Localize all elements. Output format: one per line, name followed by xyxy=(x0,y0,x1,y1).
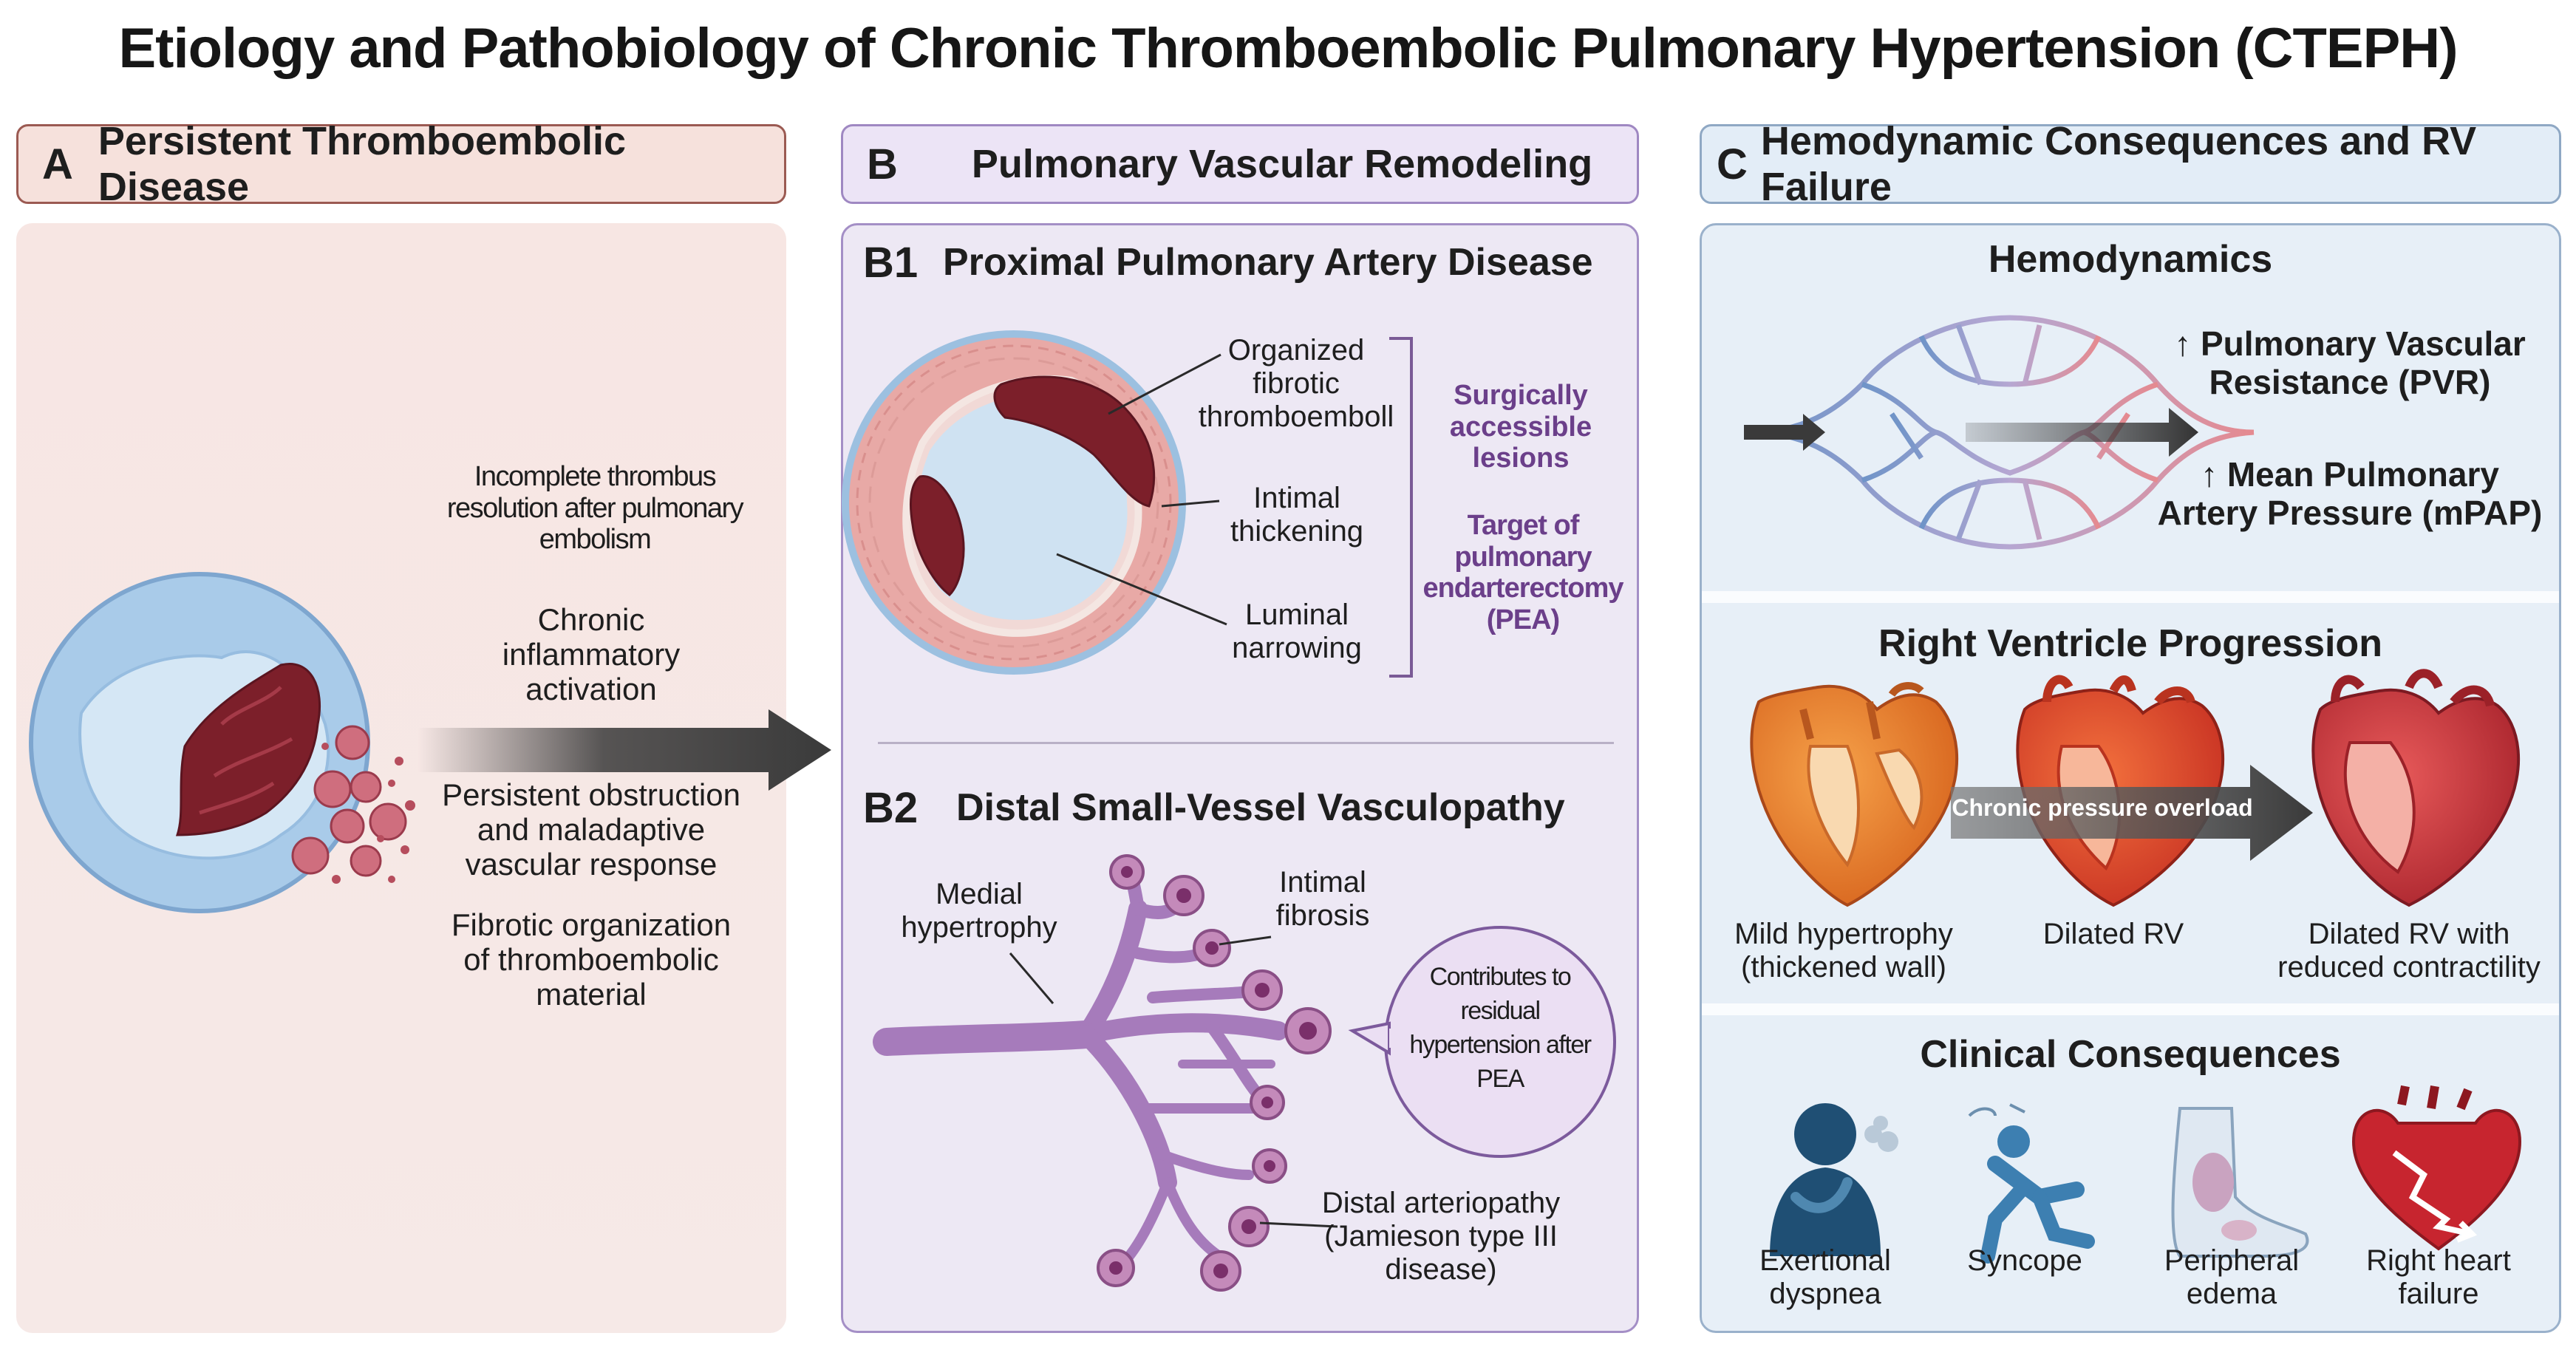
panel-a-header: A Persistent Thromboembolic Disease xyxy=(16,119,786,209)
rv-progression-arrow xyxy=(1951,765,2313,861)
cause-incomplete-resolution: Incomplete thrombus resolution after pul… xyxy=(446,461,744,556)
vessel-cross-section-illustration xyxy=(29,572,415,913)
panel-c-letter: C xyxy=(1717,140,1748,188)
residual-hypertension-bubble xyxy=(1348,926,1616,1158)
b1-bracket xyxy=(1389,337,1413,678)
rv-stage-mild-hypertrophy: Mild hypertrophy (thickened wall) xyxy=(1734,918,1953,983)
label-surgically-accessible: Surgically accessible lesions xyxy=(1449,380,1592,474)
clinical-title: Clinical Consequences xyxy=(1920,1033,2341,1076)
hemo-inflow-arrow xyxy=(1744,414,1825,451)
b1-title: Proximal Pulmonary Artery Disease xyxy=(943,241,1593,284)
panel-a-title: Persistent Thromboembolic Disease xyxy=(98,119,627,209)
clinical-label-edema: Peripheral edema xyxy=(2164,1244,2300,1310)
clinical-label-dyspnea: Exertional dyspnea xyxy=(1759,1244,1891,1310)
label-intimal-fibrosis: Intimal fibrosis xyxy=(1275,866,1370,932)
label-luminal-narrowing: Luminal narrowing xyxy=(1232,599,1362,664)
panel-b-header: B Pulmonary Vascular Remodeling xyxy=(841,124,1639,204)
panel-c-divider-1 xyxy=(1702,591,2559,603)
panel-c-divider-2 xyxy=(1702,1003,2559,1015)
panel-c-header: C Hemodynamic Consequences and RV Failur… xyxy=(1700,119,2561,209)
vessel-end-rings xyxy=(1097,854,1332,1292)
rv-stage-dilated: Dilated RV xyxy=(2042,918,2184,950)
b1-code: B1 xyxy=(863,239,919,287)
label-distal-arteriopathy: Distal arteriopathy (Jamieson type III d… xyxy=(1321,1187,1561,1286)
panel-b-divider xyxy=(878,742,1614,744)
label-pvr: ↑ Pulmonary Vascular Resistance (PVR) xyxy=(2174,324,2526,401)
page-title: Etiology and Pathobiology of Chronic Thr… xyxy=(118,17,2458,80)
cause-inflammatory-activation: Chronic inflammatory activation xyxy=(502,602,681,707)
label-mpap: ↑ Mean Pulmonary Artery Pressure (mPAP) xyxy=(2157,455,2543,532)
artery-cross-section-illustration xyxy=(842,330,1227,675)
panel-b-title: Pulmonary Vascular Remodeling xyxy=(971,142,1593,186)
heart-reduced-contractility xyxy=(2311,669,2521,907)
heart-mild-hypertrophy xyxy=(1750,682,1959,907)
clinical-label-syncope: Syncope xyxy=(1967,1244,2082,1277)
bubble-residual-hypertension: Contributes to residual hypertension aft… xyxy=(1409,963,1592,1093)
label-organized-thrombus: Organized fibrotic thromboemboll xyxy=(1198,334,1394,433)
swollen-foot-icon xyxy=(2171,1107,2309,1258)
label-pea-target: Target of pulmonary endarterectomy (PEA) xyxy=(1422,510,1623,635)
dyspnea-person-icon xyxy=(1770,1103,1898,1256)
panel-a-letter: A xyxy=(42,140,73,188)
organized-thrombus xyxy=(993,375,1156,508)
b2-title: Distal Small-Vessel Vasculopathy xyxy=(956,786,1565,829)
progression-arrow-a xyxy=(418,709,831,791)
label-intimal-thickening: Intimal thickening xyxy=(1230,482,1364,548)
rv-stage-reduced-contractility: Dilated RV with reduced contractility xyxy=(2277,918,2541,983)
thrombus-fragment xyxy=(909,474,965,596)
hemo-outflow-arrow xyxy=(1966,408,2198,457)
hemodynamics-title: Hemodynamics xyxy=(1988,238,2273,281)
clinical-label-heart-failure: Right heart failure xyxy=(2366,1244,2511,1310)
broken-heart-icon xyxy=(2351,1085,2522,1251)
cause-fibrotic-organization: Fibrotic organization of thromboembolic … xyxy=(451,907,732,1012)
rv-arrow-label: Chronic pressure overload xyxy=(1952,794,2253,821)
label-medial-hypertrophy: Medial hypertrophy xyxy=(901,878,1057,944)
panel-b-letter: B xyxy=(867,140,898,188)
b2-code: B2 xyxy=(863,784,919,832)
rv-progression-title: Right Ventricle Progression xyxy=(1878,622,2382,665)
panel-c-title: Hemodynamic Consequences and RV Failure xyxy=(1760,119,2477,209)
falling-person-icon xyxy=(1968,1103,2095,1264)
cause-persistent-obstruction: Persistent obstruction and maladaptive v… xyxy=(442,777,740,882)
